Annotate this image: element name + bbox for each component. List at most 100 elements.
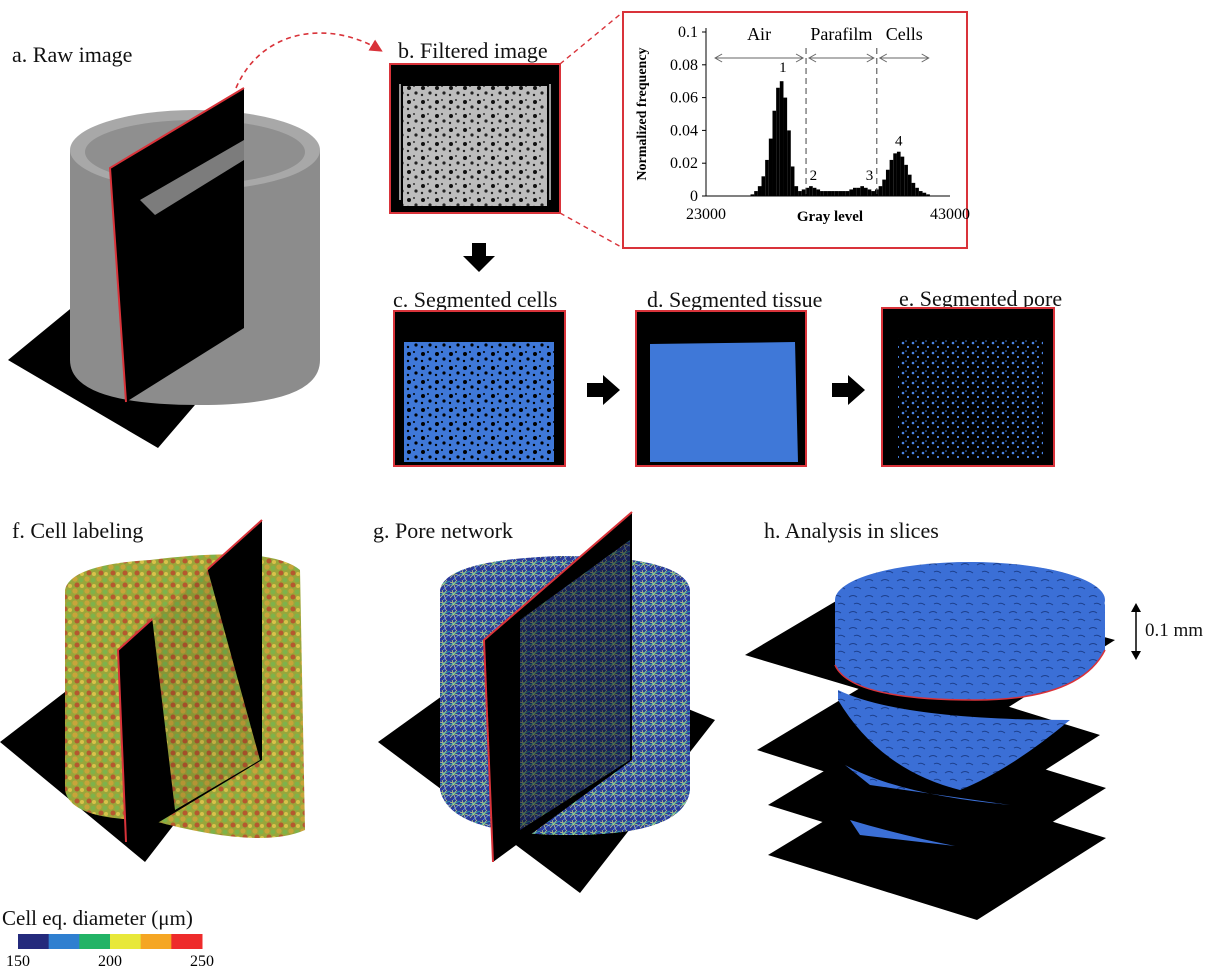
y-axis-label: Normalized frequency bbox=[635, 47, 650, 180]
colorbar-swatch bbox=[171, 934, 203, 949]
panel-label-b: b. Filtered image bbox=[398, 38, 548, 63]
pore-network-3d bbox=[378, 511, 715, 893]
right-arrow-1 bbox=[587, 375, 620, 405]
y-tick-label: 0.04 bbox=[670, 122, 698, 139]
histogram-bar bbox=[889, 159, 894, 196]
scale-bar-label: 0.1 mm bbox=[1145, 620, 1204, 641]
colorbar-tick-label: 250 bbox=[190, 953, 214, 969]
histogram-bar bbox=[915, 187, 919, 196]
histogram-bar bbox=[853, 187, 857, 196]
colorbar-title: Cell eq. diameter (μm) bbox=[2, 906, 193, 930]
histogram-bar bbox=[863, 187, 868, 196]
y-tick-label: 0.08 bbox=[670, 57, 698, 74]
colorbar-swatch bbox=[79, 934, 111, 949]
histogram-bar bbox=[885, 169, 890, 196]
histogram-bar bbox=[922, 192, 927, 196]
panel-label-d: d. Segmented tissue bbox=[647, 287, 823, 312]
region-arrowhead bbox=[866, 53, 875, 63]
histogram-bar bbox=[820, 191, 824, 196]
colorbar-swatch bbox=[48, 934, 80, 949]
region-arrowhead bbox=[878, 53, 888, 63]
cell-labeling-3d bbox=[0, 519, 305, 862]
histogram-bar bbox=[838, 191, 843, 196]
histogram-bar bbox=[809, 186, 813, 196]
histogram-frame bbox=[622, 11, 968, 249]
region-label: Cells bbox=[886, 24, 923, 44]
y-tick-label: 0.06 bbox=[670, 90, 698, 107]
histogram-bar bbox=[805, 187, 810, 196]
region-label: Parafilm bbox=[810, 24, 872, 44]
histogram-bar bbox=[896, 151, 901, 196]
histogram-bar bbox=[834, 191, 839, 196]
segmented-pore-image bbox=[881, 307, 1055, 467]
histogram-bar bbox=[926, 194, 930, 196]
histogram-bar bbox=[900, 156, 905, 196]
histogram-bar bbox=[911, 182, 916, 196]
region-arrowhead bbox=[921, 53, 930, 63]
peak-label: 1 bbox=[779, 60, 787, 76]
histogram-bar bbox=[772, 110, 777, 196]
colorbar-tick-label: 200 bbox=[98, 953, 122, 969]
histogram-bar bbox=[783, 97, 788, 196]
histogram-bar bbox=[790, 166, 795, 196]
histogram-bar bbox=[776, 87, 780, 196]
histogram-bar bbox=[812, 187, 817, 196]
histogram-bar bbox=[827, 191, 832, 196]
panel-label-h: h. Analysis in slices bbox=[764, 518, 939, 543]
right-arrow-2 bbox=[832, 375, 865, 405]
histogram-bar bbox=[798, 191, 802, 196]
panel-label-e: e. Segmented pore bbox=[899, 286, 1063, 311]
raw-image-3d bbox=[8, 87, 320, 448]
colorbar-swatch bbox=[110, 934, 142, 949]
histogram-bar bbox=[750, 194, 755, 196]
histogram-bar bbox=[845, 191, 850, 196]
histogram-bar bbox=[787, 130, 791, 196]
histogram-bar bbox=[754, 191, 758, 196]
panel-label-c: c. Segmented cells bbox=[393, 287, 558, 312]
peak-label: 4 bbox=[895, 134, 903, 150]
histogram-bar bbox=[860, 186, 864, 196]
slices-3d bbox=[745, 562, 1115, 920]
segmented-tissue-image bbox=[635, 310, 807, 467]
region-label: Air bbox=[747, 24, 771, 44]
x-tick-label: 23000 bbox=[686, 206, 726, 223]
histogram-bar bbox=[878, 186, 883, 196]
segmented-cells-image bbox=[393, 310, 566, 467]
colorbar-swatch bbox=[140, 934, 172, 949]
arrow-raw-to-filtered bbox=[235, 32, 383, 89]
histogram-bar bbox=[823, 191, 828, 196]
region-arrowhead bbox=[795, 53, 805, 63]
region-arrowhead bbox=[714, 53, 723, 63]
scale-bar bbox=[1131, 603, 1141, 660]
histogram-bar bbox=[757, 186, 762, 196]
histogram-bar bbox=[882, 179, 886, 196]
peak-label: 2 bbox=[810, 168, 818, 184]
y-tick-label: 0 bbox=[690, 188, 698, 205]
filtered-image bbox=[389, 63, 561, 214]
down-arrow bbox=[463, 243, 495, 272]
peak-label: 3 bbox=[866, 168, 874, 184]
histogram-bar bbox=[904, 164, 908, 196]
y-tick-label: 0.02 bbox=[670, 155, 698, 172]
histogram-bar bbox=[801, 189, 806, 196]
histogram-bar bbox=[856, 187, 861, 196]
histogram-bar bbox=[842, 191, 846, 196]
histogram-bar bbox=[761, 176, 766, 196]
histogram-bar bbox=[794, 186, 799, 196]
histogram-bar bbox=[867, 189, 872, 196]
histogram-bar bbox=[918, 191, 923, 196]
histogram-bar bbox=[893, 153, 897, 196]
histogram-bar bbox=[816, 189, 821, 196]
histogram-bar bbox=[831, 191, 835, 196]
panel-label-f: f. Cell labeling bbox=[12, 518, 144, 543]
histogram-bar bbox=[871, 191, 875, 196]
panel-label-a: a. Raw image bbox=[12, 42, 133, 67]
x-axis-label: Gray level bbox=[797, 209, 863, 225]
zoom-line-bottom bbox=[559, 212, 624, 249]
panel-label-g: g. Pore network bbox=[373, 518, 513, 543]
histogram-bar bbox=[779, 81, 784, 196]
histogram-bar bbox=[768, 138, 773, 196]
